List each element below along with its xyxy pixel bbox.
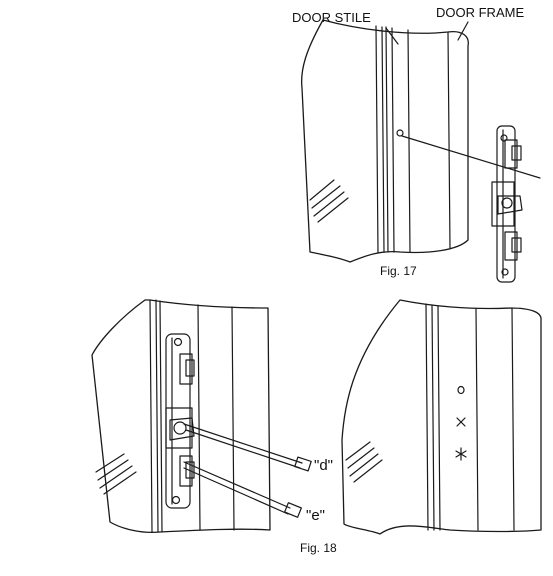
door-frame-label: DOOR FRAME (436, 5, 524, 20)
mark-cross (456, 417, 466, 427)
fig17-leader-lines (385, 21, 469, 45)
fig18-caption: Fig. 18 (300, 541, 337, 555)
label-e: "e" (306, 507, 325, 524)
fig17-caption: Fig. 17 (380, 264, 417, 278)
fig18-left-door-panel (91, 299, 271, 534)
fig17-lock-bracket (491, 125, 523, 283)
mark-circle (457, 385, 465, 395)
label-d: "d" (314, 457, 333, 474)
fig17-door-panel (300, 19, 541, 263)
fig18-screwdriver-d (183, 423, 312, 472)
fig18-right-door-panel (341, 299, 542, 535)
fig18-bracket (165, 333, 195, 509)
fig18-hole-marks (455, 385, 467, 461)
mark-asterisk (455, 447, 467, 461)
fig18-screwdriver-e (183, 461, 302, 518)
door-stile-label: DOOR STILE (292, 10, 371, 25)
